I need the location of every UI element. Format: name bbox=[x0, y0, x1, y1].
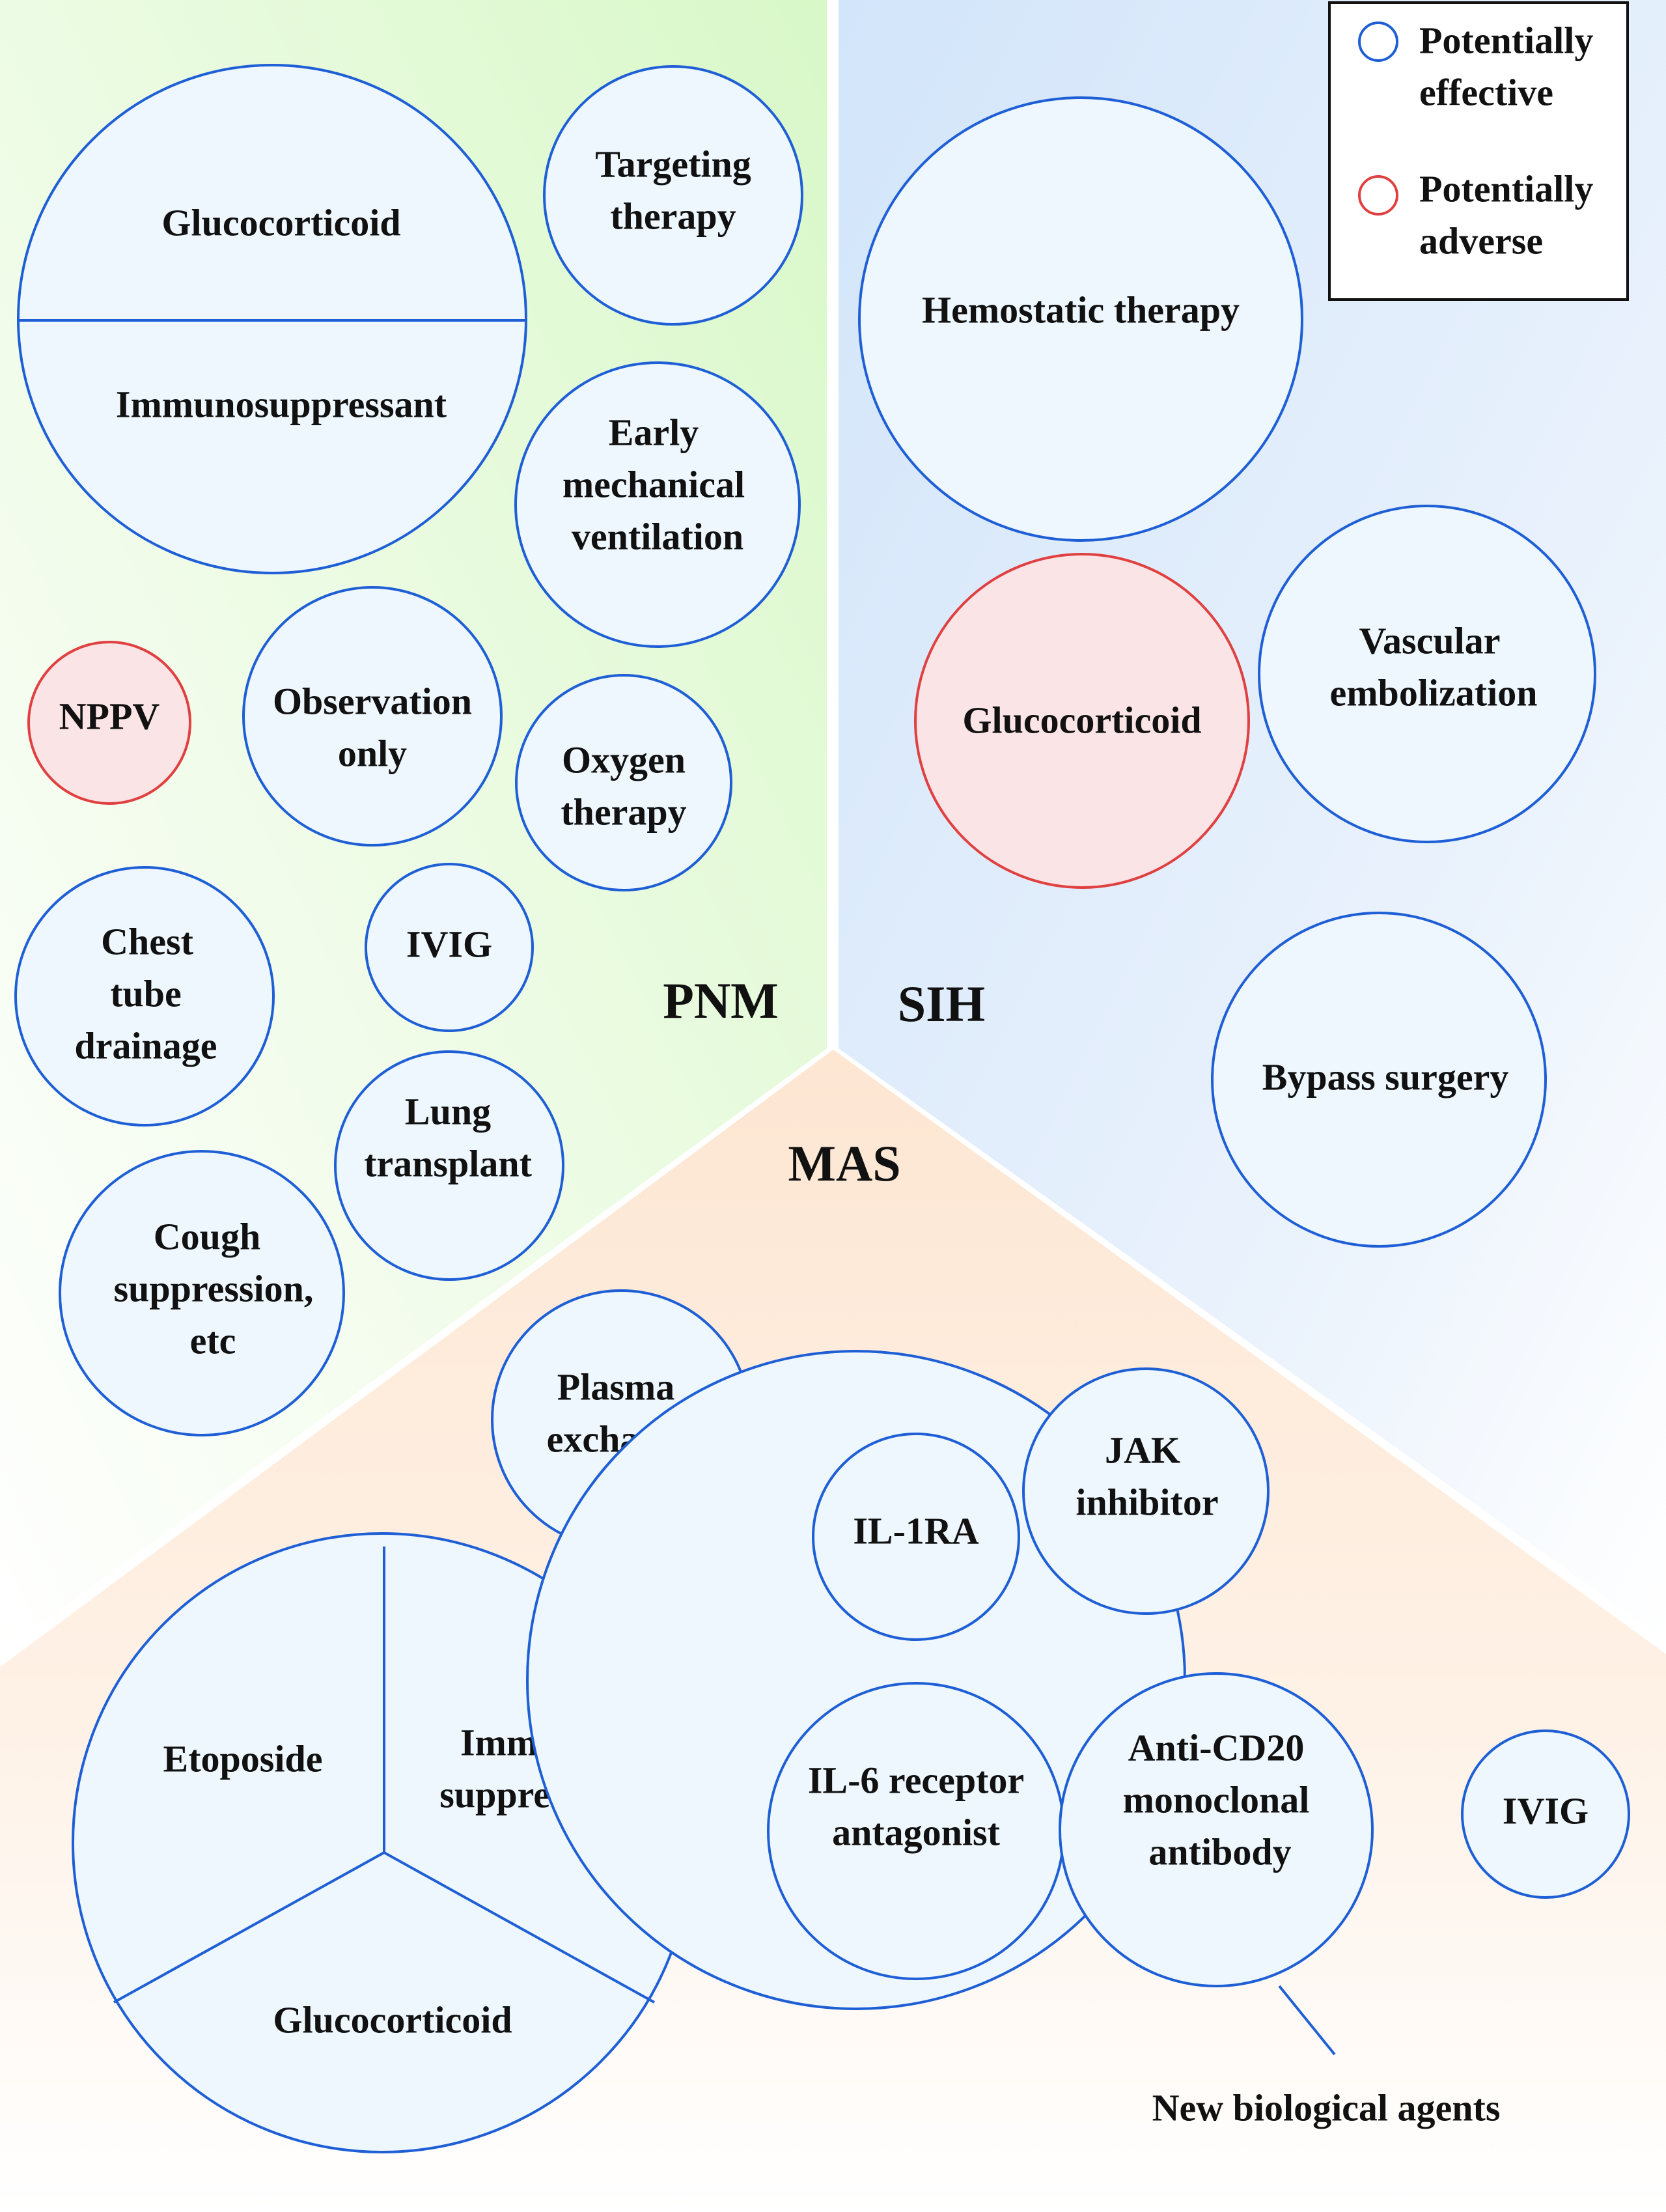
svg-text:IL-6 receptor: IL-6 receptor bbox=[808, 1759, 1024, 1801]
legend-effective-line1: Potentially bbox=[1419, 19, 1593, 61]
svg-text:Plasma: Plasma bbox=[557, 1365, 674, 1408]
svg-text:Glucocorticoid: Glucocorticoid bbox=[962, 699, 1201, 741]
mas-label: MAS bbox=[788, 1135, 900, 1192]
svg-text:therapy: therapy bbox=[561, 791, 686, 833]
svg-text:Hemostatic therapy: Hemostatic therapy bbox=[922, 288, 1240, 331]
new-agents-callout-line bbox=[1278, 1985, 1336, 2056]
mas-jak-inhibitor-node: JAK inhibitor bbox=[1022, 1367, 1270, 1615]
mas-il6-receptor-antagonist-node: IL-6 receptor antagonist bbox=[767, 1682, 1065, 1980]
sih-glucocorticoid-node: Glucocorticoid bbox=[914, 553, 1250, 889]
svg-text:etc: etc bbox=[190, 1319, 236, 1362]
legend: Potentially effective Potentially advers… bbox=[1328, 1, 1629, 301]
new-agents-label: New biological agents bbox=[1152, 2086, 1501, 2129]
mas-anti-cd20-antibody-node: Anti-CD20 monoclonal antibody bbox=[1059, 1672, 1374, 1987]
legend-effective-line2: effective bbox=[1419, 71, 1553, 113]
svg-text:Etoposide: Etoposide bbox=[163, 1737, 323, 1780]
svg-text:Observation: Observation bbox=[273, 680, 472, 722]
svg-text:Vascular: Vascular bbox=[1359, 619, 1501, 662]
legend-adverse-line1: Potentially bbox=[1419, 167, 1593, 210]
pnm-nppv-node: NPPV bbox=[27, 641, 191, 805]
pnm-label: PNM bbox=[663, 972, 779, 1029]
pnm-targeting-therapy-node: Targeting therapy bbox=[543, 65, 803, 326]
pnm-lung-transplant-node: Lung transplant bbox=[334, 1050, 564, 1281]
sih-hemostatic-therapy-node: Hemostatic therapy bbox=[858, 96, 1303, 542]
svg-text:monoclonal: monoclonal bbox=[1123, 1778, 1310, 1821]
pnm-glucocorticoid-immunosuppressant-node: Glucocorticoid Immunosuppressant bbox=[17, 64, 527, 574]
svg-text:IVIG: IVIG bbox=[1503, 1789, 1589, 1832]
legend-adverse-line2: adverse bbox=[1419, 219, 1543, 262]
svg-text:Cough: Cough bbox=[154, 1215, 260, 1257]
svg-text:therapy: therapy bbox=[610, 195, 736, 237]
mas-new-biological-agents-group: IL-1RA JAK inhibitor IL-6 receptor antag… bbox=[526, 1350, 1501, 2129]
svg-text:NPPV: NPPV bbox=[59, 695, 160, 737]
pnm-immunosuppressant-label: Immunosuppressant bbox=[116, 383, 447, 425]
svg-text:JAK: JAK bbox=[1105, 1429, 1180, 1471]
mas-ivig-node: IVIG bbox=[1461, 1729, 1630, 1899]
svg-text:transplant: transplant bbox=[364, 1142, 533, 1184]
pnm-observation-only-node: Observation only bbox=[242, 586, 503, 847]
svg-text:Glucocorticoid: Glucocorticoid bbox=[273, 1998, 512, 2041]
sih-vascular-embolization-node: Vascular embolization bbox=[1258, 505, 1596, 843]
svg-text:Chest: Chest bbox=[101, 920, 193, 962]
legend-effective-icon bbox=[1358, 21, 1398, 62]
svg-text:IVIG: IVIG bbox=[406, 923, 492, 965]
svg-text:inhibitor: inhibitor bbox=[1076, 1481, 1218, 1523]
svg-text:tube: tube bbox=[110, 972, 182, 1015]
svg-text:IL-1RA: IL-1RA bbox=[853, 1509, 979, 1552]
pnm-cough-suppression-node: Cough suppression, etc bbox=[59, 1150, 345, 1436]
svg-text:embolization: embolization bbox=[1330, 671, 1538, 714]
svg-text:Lung: Lung bbox=[405, 1090, 491, 1132]
svg-text:ventilation: ventilation bbox=[572, 515, 743, 557]
sih-label: SIH bbox=[898, 975, 985, 1032]
mas-il1ra-node: IL-1RA bbox=[812, 1433, 1020, 1641]
sih-bypass-surgery-node: Bypass surgery bbox=[1211, 912, 1547, 1248]
pnm-ivig-node: IVIG bbox=[365, 863, 534, 1032]
pnm-oxygen-therapy-node: Oxygen therapy bbox=[515, 674, 732, 891]
svg-text:Targeting: Targeting bbox=[595, 143, 751, 185]
pnm-glucocorticoid-label: Glucocorticoid bbox=[161, 201, 400, 244]
svg-text:drainage: drainage bbox=[74, 1024, 217, 1067]
svg-text:Bypass surgery: Bypass surgery bbox=[1262, 1056, 1509, 1098]
svg-text:antagonist: antagonist bbox=[832, 1811, 1001, 1853]
svg-text:Anti-CD20: Anti-CD20 bbox=[1128, 1726, 1305, 1769]
svg-text:suppression,: suppression, bbox=[114, 1267, 314, 1309]
svg-text:antibody: antibody bbox=[1148, 1830, 1291, 1873]
pnm-chest-tube-drainage-node: Chest tube drainage bbox=[14, 866, 275, 1127]
pnm-early-mechanical-ventilation-node: Early mechanical ventilation bbox=[514, 361, 801, 648]
svg-text:only: only bbox=[338, 732, 407, 774]
svg-text:Early: Early bbox=[609, 411, 699, 453]
svg-text:mechanical: mechanical bbox=[562, 463, 745, 505]
svg-text:Oxygen: Oxygen bbox=[562, 738, 686, 781]
legend-adverse-icon bbox=[1358, 175, 1398, 216]
